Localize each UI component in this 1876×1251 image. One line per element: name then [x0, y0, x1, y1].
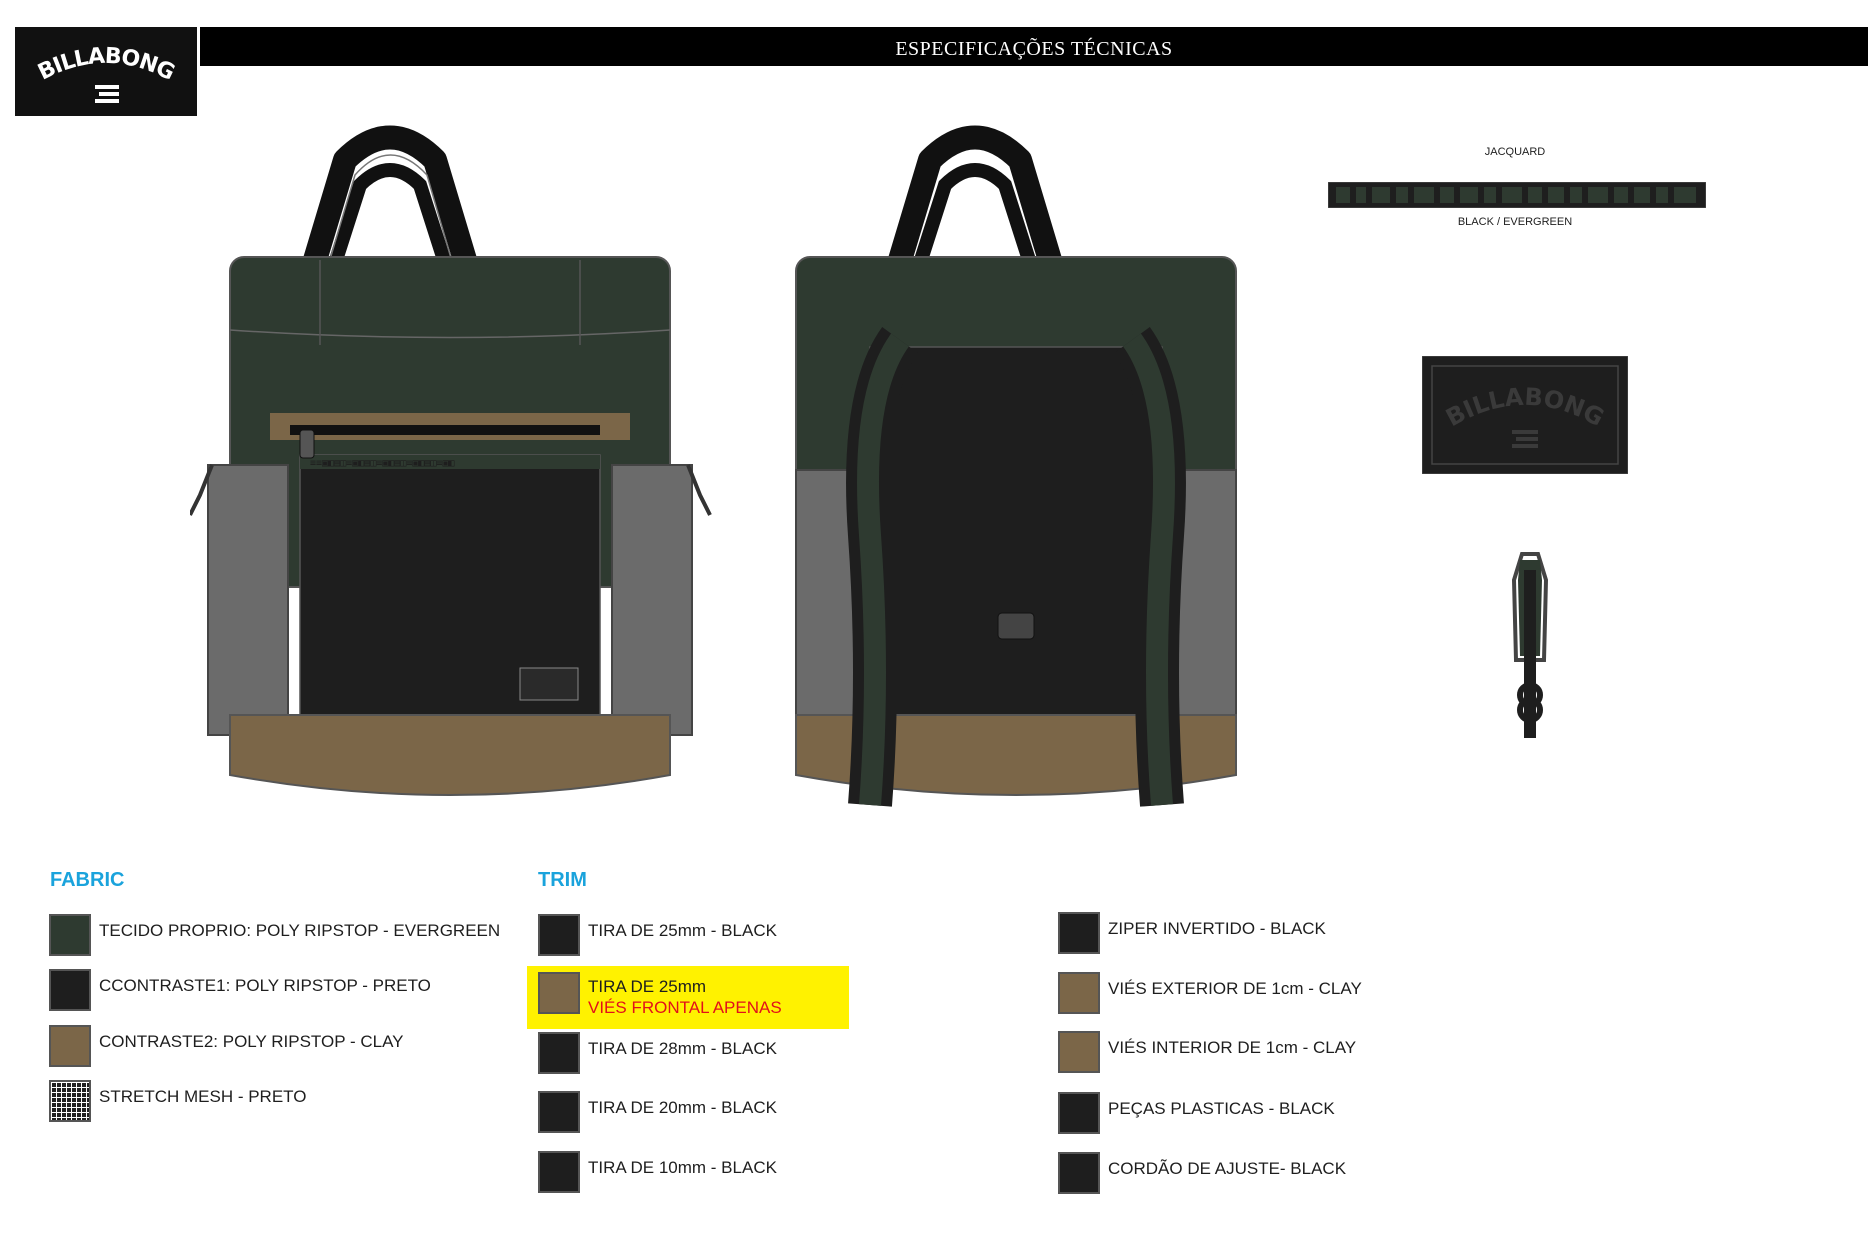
fabric-item-label: STRETCH MESH - PRETO — [99, 1087, 307, 1106]
trim-swatch-black — [1058, 912, 1100, 954]
trim-item: TIRA DE 10mm - BLACK — [538, 1151, 777, 1193]
billabong-logo-icon: BILLABONG — [34, 44, 179, 103]
trim-item: ZIPER INVERTIDO - BLACK — [1058, 912, 1326, 954]
trim-item: CORDÃO DE AJUSTE- BLACK — [1058, 1152, 1346, 1194]
trim-swatch-clay — [1058, 972, 1100, 1014]
fabric-item: CONTRASTE2: POLY RIPSTOP - CLAY — [49, 1025, 404, 1067]
fabric-swatch-evergreen — [49, 914, 91, 956]
page-title: ESPECIFICAÇÕES TÉCNICAS — [895, 37, 1173, 60]
trim-heading: TRIM — [538, 869, 587, 891]
trim-item-label: ZIPER INVERTIDO - BLACK — [1108, 919, 1326, 938]
trim-item-label: TIRA DE 25mm - BLACK — [588, 921, 777, 940]
trim-item-label: TIRA DE 28mm - BLACK — [588, 1039, 777, 1058]
trim-swatch-black — [538, 1091, 580, 1133]
fabric-swatch-mesh — [49, 1080, 91, 1122]
jacquard-strip — [1327, 181, 1707, 209]
jacquard-color: BLACK / EVERGREEN — [1457, 216, 1573, 228]
jacquard-label: JACQUARD — [1484, 146, 1546, 158]
trim-swatch-clay — [1058, 1031, 1100, 1073]
fabric-item-label: CONTRASTE2: POLY RIPSTOP - CLAY — [99, 1032, 404, 1051]
svg-text:≡≡▣◧▤◫≡▣◧▤◫≡▣◧▤◫≡▣◧▤◫≡▣◧: ≡≡▣◧▤◫≡▣◧▤◫≡▣◧▤◫≡▣◧▤◫≡▣◧ — [310, 458, 455, 469]
fabric-item: CCONTRASTE1: POLY RIPSTOP - PRETO — [49, 969, 431, 1011]
trim-swatch-black — [1058, 1152, 1100, 1194]
zipper-puller — [1500, 550, 1560, 740]
trim-item-text: TIRA DE 25mm VIÉS FRONTAL APENAS — [588, 976, 782, 1018]
trim-swatch-black — [538, 914, 580, 956]
trim-swatch-black — [1058, 1092, 1100, 1134]
trim-item-highlighted: TIRA DE 25mm VIÉS FRONTAL APENAS — [538, 972, 782, 1018]
trim-item: VIÉS INTERIOR DE 1cm - CLAY — [1058, 1031, 1356, 1073]
highlighted-trim-row — [527, 966, 849, 1029]
trim-item-note: VIÉS FRONTAL APENAS — [588, 998, 782, 1017]
fabric-item: TECIDO PROPRIO: POLY RIPSTOP - EVERGREEN — [49, 914, 500, 956]
fabric-swatch-clay — [49, 1025, 91, 1067]
trim-swatch-black — [538, 1032, 580, 1074]
fabric-item-label: CCONTRASTE1: POLY RIPSTOP - PRETO — [99, 976, 431, 995]
brand-logo: BILLABONG — [15, 27, 197, 116]
trim-swatch-clay — [538, 972, 580, 1014]
header-bar: ESPECIFICAÇÕES TÉCNICAS — [200, 27, 1868, 66]
brand-patch: BILLABONG — [1421, 355, 1629, 475]
fabric-swatch-black — [49, 969, 91, 1011]
trim-item-label: TIRA DE 25mm — [588, 977, 707, 996]
fabric-heading: FABRIC — [50, 869, 125, 891]
svg-text:BILLABONG: BILLABONG — [34, 44, 178, 86]
trim-item-label: TIRA DE 10mm - BLACK — [588, 1158, 777, 1177]
trim-item-label: VIÉS EXTERIOR DE 1cm - CLAY — [1108, 979, 1362, 998]
trim-item-label: PEÇAS PLASTICAS - BLACK — [1108, 1099, 1335, 1118]
trim-item: PEÇAS PLASTICAS - BLACK — [1058, 1092, 1335, 1134]
trim-item: TIRA DE 28mm - BLACK — [538, 1032, 777, 1074]
trim-item-label: TIRA DE 20mm - BLACK — [588, 1098, 777, 1117]
trim-item-label: VIÉS INTERIOR DE 1cm - CLAY — [1108, 1038, 1357, 1057]
trim-item: TIRA DE 20mm - BLACK — [538, 1091, 777, 1133]
trim-item: TIRA DE 25mm - BLACK — [538, 914, 777, 956]
fabric-item: STRETCH MESH - PRETO — [49, 1080, 306, 1122]
trim-item: VIÉS EXTERIOR DE 1cm - CLAY — [1058, 972, 1362, 1014]
bag-front-view: ≡≡▣◧▤◫≡▣◧▤◫≡▣◧▤◫≡▣◧▤◫≡▣◧ — [188, 115, 730, 825]
fabric-item-label: TECIDO PROPRIO: POLY RIPSTOP - EVERGREEN — [99, 921, 501, 940]
trim-item-label: CORDÃO DE AJUSTE- BLACK — [1108, 1159, 1347, 1178]
trim-swatch-black — [538, 1151, 580, 1193]
bag-back-view — [760, 115, 1280, 845]
